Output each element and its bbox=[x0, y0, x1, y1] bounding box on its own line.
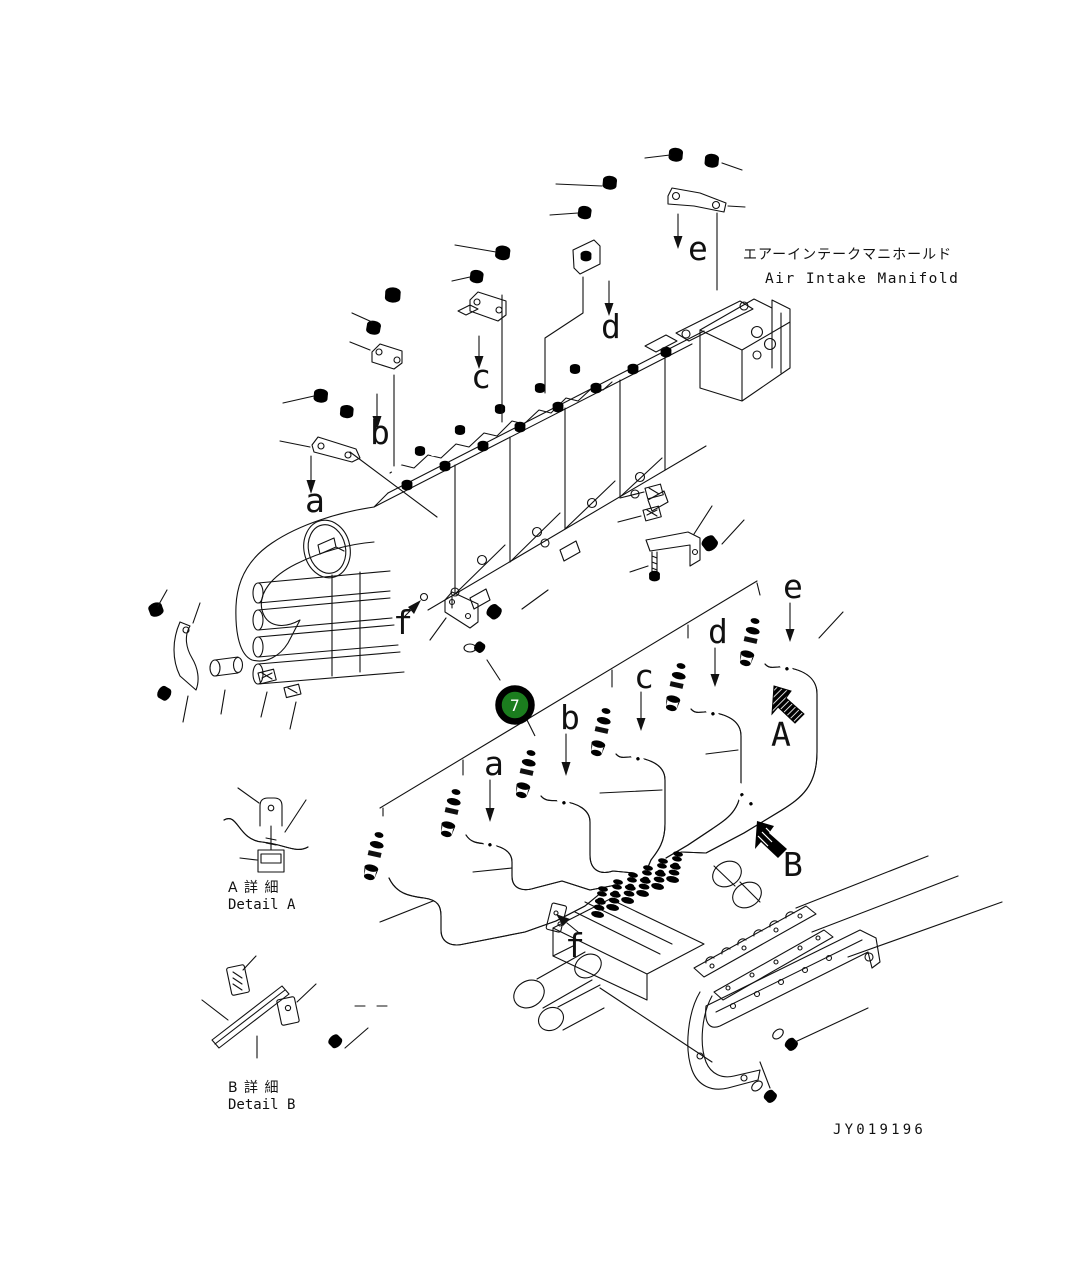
guard-frame bbox=[688, 992, 760, 1089]
drawing-number: JY019196 bbox=[833, 1122, 926, 1138]
sleeve-ticks bbox=[383, 583, 760, 816]
clip-2 bbox=[284, 684, 301, 697]
cover-bolt-1 bbox=[770, 1023, 800, 1053]
rail bbox=[212, 986, 289, 1048]
end-block bbox=[645, 299, 790, 401]
mount-label-d: d bbox=[601, 307, 621, 346]
intake-port bbox=[298, 516, 355, 582]
leaders bbox=[238, 788, 306, 860]
injection-pipe-group: a b c d e bbox=[361, 567, 843, 945]
spacer bbox=[210, 657, 243, 676]
pipe-label-b: b bbox=[560, 698, 580, 737]
front-parts bbox=[146, 590, 301, 729]
mount-group-f: f bbox=[393, 590, 548, 680]
view-label-b: B bbox=[783, 845, 803, 884]
mount-group-c: c bbox=[452, 245, 511, 422]
callout-7-balloon bbox=[499, 689, 532, 722]
pipe-label-c: c bbox=[634, 657, 654, 696]
sleeve-line bbox=[380, 581, 757, 808]
l-bracket bbox=[646, 532, 700, 566]
bottom-edge bbox=[428, 446, 706, 610]
web-verticals bbox=[455, 357, 665, 594]
mount-label-b: b bbox=[370, 413, 390, 452]
gasket-holes bbox=[390, 366, 595, 475]
top-pad bbox=[645, 335, 677, 352]
view-arrow-a: A bbox=[771, 686, 804, 754]
cover-plate bbox=[706, 930, 880, 1027]
view-label-a: A bbox=[771, 715, 791, 754]
clamp-nut bbox=[258, 850, 284, 872]
right-side-parts bbox=[618, 484, 744, 582]
leaders bbox=[760, 856, 1002, 1088]
mount-group-a: a bbox=[280, 388, 437, 520]
stud-bolt bbox=[649, 552, 660, 582]
top-face-back-edge bbox=[388, 331, 704, 493]
clamp-rail-2 bbox=[714, 930, 833, 1000]
callout-7-number: 7 bbox=[510, 696, 520, 715]
pump-cylinder-2 bbox=[534, 985, 604, 1035]
pipe-leaders bbox=[380, 612, 843, 922]
cover-bolt-2 bbox=[749, 1075, 779, 1105]
detail-a-title-en: Detail A bbox=[228, 897, 296, 913]
leaders bbox=[202, 956, 368, 1058]
clamp-b2 bbox=[276, 996, 299, 1025]
pipes bbox=[389, 664, 817, 945]
web-diagonals bbox=[455, 458, 662, 594]
gasket-flange-edge bbox=[390, 382, 612, 473]
air-intake-manifold bbox=[236, 299, 790, 684]
leaders bbox=[618, 492, 744, 572]
clip-3 bbox=[645, 484, 663, 499]
top-face-front-edge bbox=[374, 344, 692, 507]
pipe-label-d: d bbox=[708, 612, 728, 651]
leaders bbox=[158, 590, 296, 729]
mount-label-a: a bbox=[305, 481, 325, 520]
delivery-fittings bbox=[590, 850, 685, 919]
pump-leader bbox=[600, 988, 712, 1062]
clamp-b1 bbox=[226, 964, 249, 995]
pipe-label-a: a bbox=[484, 744, 504, 783]
runner-block bbox=[253, 571, 404, 684]
title-english: Air Intake Manifold bbox=[765, 271, 959, 287]
mount-label-c: c bbox=[471, 357, 491, 396]
supply-pump: f bbox=[509, 850, 766, 1062]
front-cover bbox=[236, 507, 374, 661]
top-face-bolts bbox=[401, 346, 672, 491]
view-arrow-b: B bbox=[755, 821, 803, 884]
rails-and-cover bbox=[688, 856, 1002, 1105]
mount-label-f: f bbox=[393, 603, 413, 642]
mount-group-d: d bbox=[545, 175, 621, 393]
title-japanese: エアーインテークマニホールド bbox=[743, 247, 952, 263]
clip-4 bbox=[643, 506, 661, 521]
detail-b: B 詳 細 Detail B bbox=[202, 956, 387, 1113]
detail-b-title-en: Detail B bbox=[228, 1097, 295, 1113]
clip-1 bbox=[258, 669, 276, 684]
mount-label-e: e bbox=[688, 229, 708, 268]
clamp-rail-1 bbox=[694, 906, 816, 977]
detail-a: A 詳 細 Detail A bbox=[224, 788, 308, 913]
pipe-label-f: f bbox=[565, 926, 585, 965]
pump-cylinder-1 bbox=[509, 949, 606, 1013]
u-clamp bbox=[445, 592, 478, 628]
pipe-label-e: e bbox=[783, 567, 803, 606]
end-strap bbox=[676, 301, 753, 341]
detail-a-title-jp: A 詳 細 bbox=[228, 880, 279, 896]
clamp-upper bbox=[260, 798, 282, 826]
mount-group-b: b bbox=[350, 286, 402, 466]
stay-bracket bbox=[174, 622, 198, 690]
rear-cylinders bbox=[708, 856, 766, 913]
callout-7: 7 bbox=[499, 689, 536, 737]
injector-nozzles bbox=[361, 616, 763, 882]
detail-b-title-jp: B 詳 細 bbox=[228, 1080, 280, 1096]
mount-group-e: e bbox=[645, 147, 745, 290]
